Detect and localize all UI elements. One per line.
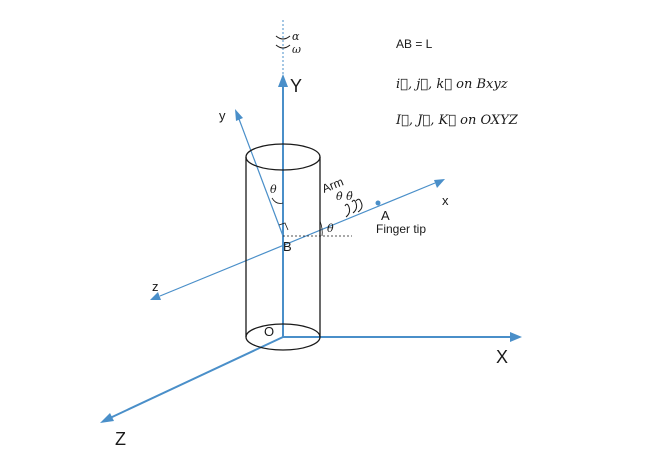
omega-rotation-arrow <box>275 44 291 49</box>
y-axis-line <box>238 118 284 237</box>
cylinder-bottom <box>245 323 321 351</box>
label-Z: Z <box>115 429 126 449</box>
label-y: y <box>219 108 226 123</box>
label-O: O <box>264 324 274 339</box>
label-omega: ω <box>292 43 301 56</box>
legend-ab-length: AB = L <box>396 37 433 51</box>
label-X: X <box>496 347 508 367</box>
x-axis-arrowhead <box>434 179 445 188</box>
right-angle-marker <box>278 222 289 231</box>
label-Y: Y <box>290 76 302 96</box>
Z-axis-line <box>109 336 284 419</box>
label-theta-dots: θ̇ θ̈ <box>336 190 353 203</box>
alpha-rotation-arrow <box>275 35 291 40</box>
legend-global-frame: I⃗, J⃗, K⃗ on OXYZ <box>395 113 519 128</box>
theta-arc-top <box>271 197 284 204</box>
label-x: x <box>442 193 449 208</box>
label-theta-right: θ <box>327 222 334 235</box>
theta-dot-rotation-arrow-2 <box>351 199 358 214</box>
theta-ddot-rotation-arrow <box>355 198 363 213</box>
Z-axis-arrowhead <box>100 413 114 423</box>
label-theta-top: θ <box>270 183 277 196</box>
label-z: z <box>152 279 159 294</box>
label-A: A <box>381 208 390 223</box>
Y-axis-arrowhead <box>278 74 288 87</box>
point-A-marker <box>375 200 381 206</box>
label-finger-tip: Finger tip <box>376 222 426 236</box>
x-axis-line <box>159 182 436 297</box>
label-alpha: α <box>292 30 300 43</box>
legend-body-frame: i⃗, j⃗, k⃗ on Bxyz <box>396 77 508 92</box>
label-B: B <box>283 239 292 254</box>
theta-arc-right <box>319 220 323 237</box>
X-axis-arrowhead <box>510 332 522 342</box>
y-axis-arrowhead <box>235 109 243 121</box>
theta-dot-rotation-arrow-1 <box>344 203 351 218</box>
z-axis-arrowhead <box>150 292 161 300</box>
